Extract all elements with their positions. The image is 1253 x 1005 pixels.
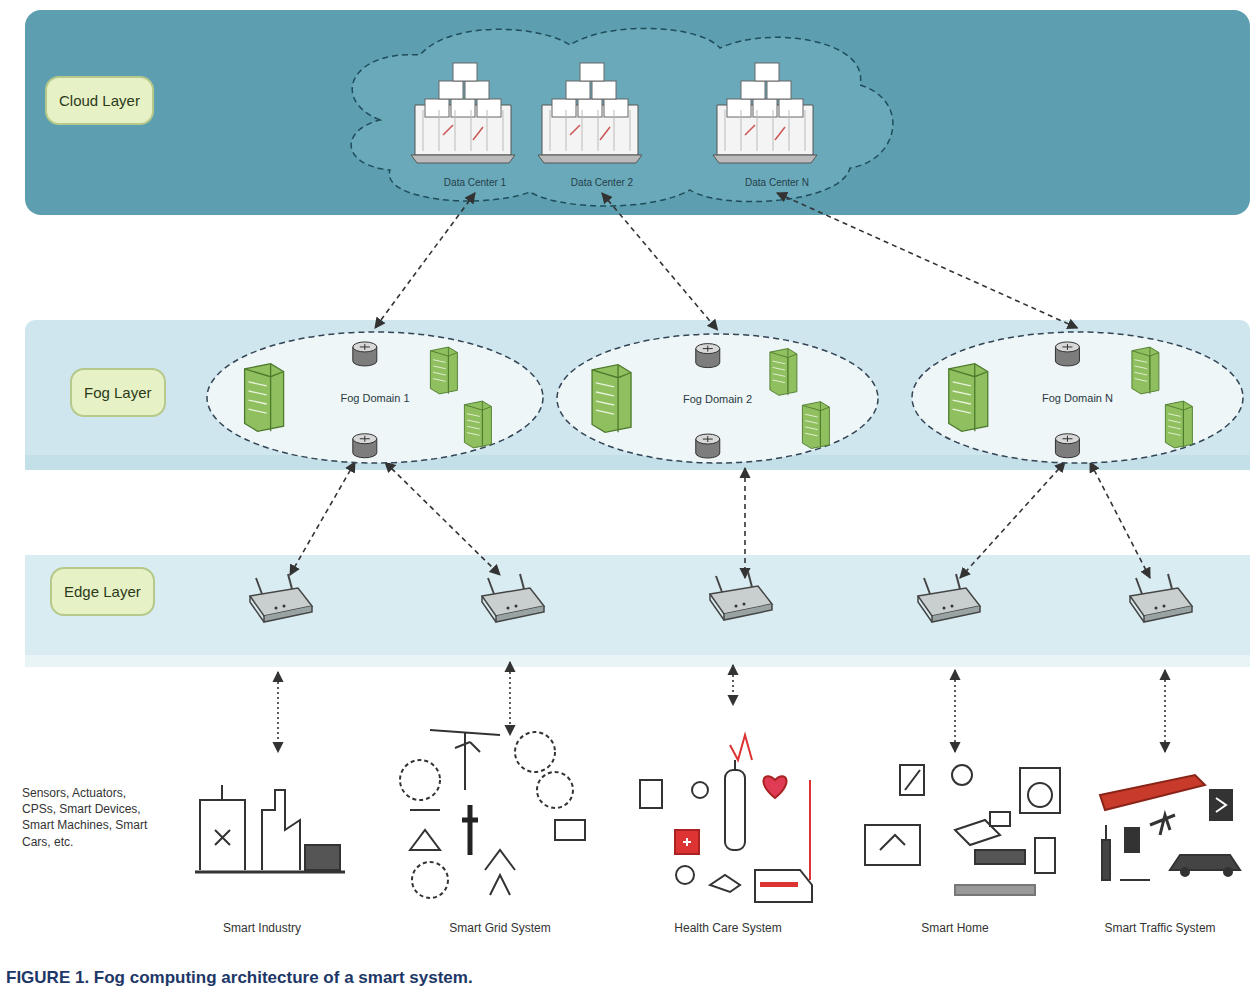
gateway-icons [250,572,1192,622]
grid-illustration [400,730,585,898]
node-label: Data Center 2 [530,177,674,188]
application-label: Smart Home [921,920,988,936]
data-center: Data Center N [705,55,849,190]
data-center: Data Center 1 [403,55,547,190]
layer-label: Edge Layer [50,567,155,616]
layer-label: Cloud Layer [45,76,154,125]
industry-illustration [195,785,345,872]
fog-domain: Fog Domain 2 [555,332,880,465]
node-label: Fog Domain N [1039,391,1116,405]
data-center: Data Center 2 [530,55,674,190]
edge-band [25,555,1250,655]
layer-band: Cloud LayerData Center 1Data Center 2 Dat… [25,10,1250,215]
device-note: Sensors, Actuators, CPSs, Smart Devices,… [22,785,162,850]
node-label: Fog Domain 1 [337,391,412,405]
data-center-icon [403,55,523,167]
data-center-icon [705,55,825,167]
data-center-icon [530,55,650,167]
cloud-band [25,10,1250,215]
health-illustration [640,735,812,902]
fog-band [25,320,1250,470]
layer-connector [375,193,475,328]
edge-band-shade [25,655,1250,667]
layer-connector [777,193,1078,328]
application-label: Smart Grid System [449,920,550,936]
node-label: Data Center N [705,177,849,188]
home-illustration [865,765,1060,895]
application-label: Smart Traffic System [1104,920,1215,936]
device-links [278,662,1165,752]
layer-band: Fog Layer Fog Domain 1 Fog Domain 2 Fog Dom… [25,320,1250,470]
figure-caption: FIGURE 1. Fog computing architecture of … [6,968,473,988]
node-label: Fog Domain 2 [680,392,755,406]
application-label: Health Care System [674,920,781,936]
node-label: Data Center 1 [403,177,547,188]
traffic-illustration [1100,775,1240,880]
application-label: Smart Industry [223,920,301,936]
layer-band: Edge Layer [25,555,1250,655]
cloud-outline [351,28,893,206]
fog-domain: Fog Domain 1 [205,330,545,465]
layer-label: Fog Layer [70,368,166,417]
fog-gateway-links [290,462,1150,578]
fog-domain: Fog Domain N [910,330,1245,465]
layer-connector [602,193,718,330]
